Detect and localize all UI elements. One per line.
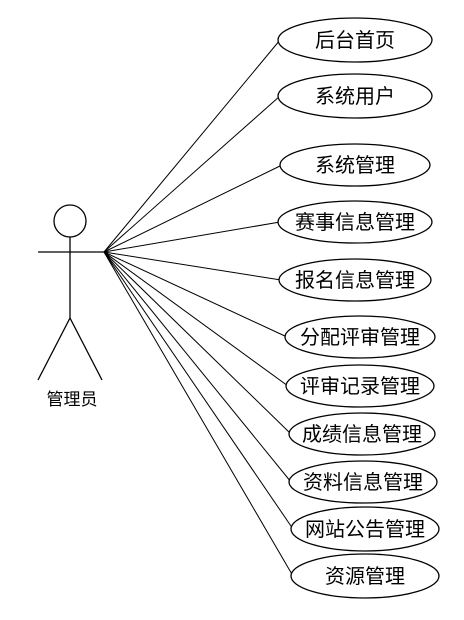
actor-left-leg (37, 317, 71, 381)
use-case-ellipse (288, 412, 436, 456)
use-case: 后台首页 (277, 17, 433, 63)
use-case-label: 资源管理 (325, 564, 405, 588)
use-case: 资料信息管理 (288, 460, 438, 504)
use-case: 赛事信息管理 (277, 200, 433, 244)
use-case-label: 评审记录管理 (300, 374, 420, 398)
use-case-ellipse (277, 73, 433, 119)
use-case-ellipse (285, 364, 435, 408)
use-cases: 后台首页系统用户系统管理赛事信息管理报名信息管理分配评审管理评审记录管理成绩信息… (277, 17, 440, 599)
association-line (103, 251, 292, 435)
association-line (103, 95, 281, 253)
actor-right-leg (69, 317, 103, 381)
association-line (103, 251, 294, 577)
use-case: 报名信息管理 (278, 258, 432, 302)
use-case-label: 系统用户 (315, 84, 395, 108)
association-line (103, 221, 281, 253)
use-case-ellipse (277, 200, 433, 244)
use-case-label: 后台首页 (315, 28, 395, 52)
use-case-ellipse (279, 143, 431, 187)
use-case-label: 资料信息管理 (303, 470, 423, 494)
use-case-label: 报名信息管理 (295, 268, 415, 292)
use-case: 成绩信息管理 (288, 412, 436, 456)
use-case-label: 分配评审管理 (300, 325, 420, 349)
association-line (103, 251, 282, 281)
use-case-label: 网站公告管理 (305, 517, 425, 541)
use-case: 网站公告管理 (290, 506, 440, 552)
use-case: 资源管理 (290, 553, 440, 599)
association-line (103, 251, 292, 483)
actor-head (53, 204, 87, 238)
use-case-label: 赛事信息管理 (295, 210, 415, 234)
use-case-label: 系统管理 (315, 153, 395, 177)
use-case-ellipse (284, 315, 436, 359)
use-case-ellipse (278, 258, 432, 302)
use-case: 系统用户 (277, 73, 433, 119)
association-line (103, 251, 294, 530)
use-case: 分配评审管理 (284, 315, 436, 359)
actor-figure (37, 204, 104, 381)
association-lines (103, 39, 294, 577)
association-line (103, 251, 289, 387)
use-case-ellipse (288, 460, 438, 504)
association-line (103, 164, 283, 253)
actor-label: 管理员 (47, 390, 98, 410)
use-case: 系统管理 (279, 143, 431, 187)
association-line (103, 251, 288, 338)
use-case-ellipse (277, 17, 433, 63)
use-case: 评审记录管理 (285, 364, 435, 408)
association-line (103, 39, 281, 253)
use-case-label: 成绩信息管理 (302, 422, 422, 446)
use-case-ellipse (290, 506, 440, 552)
use-case-ellipse (290, 553, 440, 599)
